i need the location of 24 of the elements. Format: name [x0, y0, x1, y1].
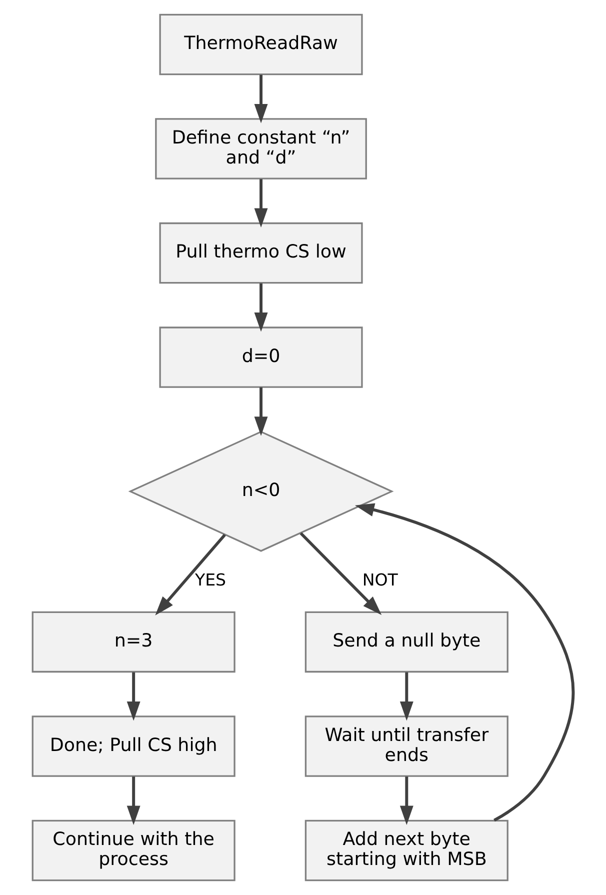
arrow [400, 672, 414, 721]
arrow [254, 74, 268, 124]
arrow [126, 672, 140, 721]
arrow [254, 179, 268, 228]
arrow [126, 776, 140, 825]
arrow [300, 532, 382, 615]
edge-label: YES [194, 570, 226, 590]
node-box: Done; Pull CS high [32, 716, 236, 777]
node-box: Pull thermo CS low [159, 222, 363, 284]
arrow [400, 776, 414, 825]
node-box: d=0 [159, 326, 363, 388]
node-box: n=3 [32, 611, 236, 673]
node-box: Send a null byte [304, 611, 508, 673]
arrow [254, 387, 268, 436]
node-box: Add next byte starting with MSB [304, 820, 508, 882]
node-diamond: n<0 [128, 430, 394, 552]
arrow [254, 283, 268, 332]
node-box: ThermoReadRaw [159, 14, 363, 76]
node-box: Define constant “n” and “d” [155, 118, 367, 180]
arrow [354, 503, 575, 822]
edge-label: NOT [362, 570, 398, 590]
node-box: Continue with the process [32, 820, 236, 882]
arrow [155, 534, 226, 616]
node-box: Wait until transfer ends [304, 716, 508, 777]
